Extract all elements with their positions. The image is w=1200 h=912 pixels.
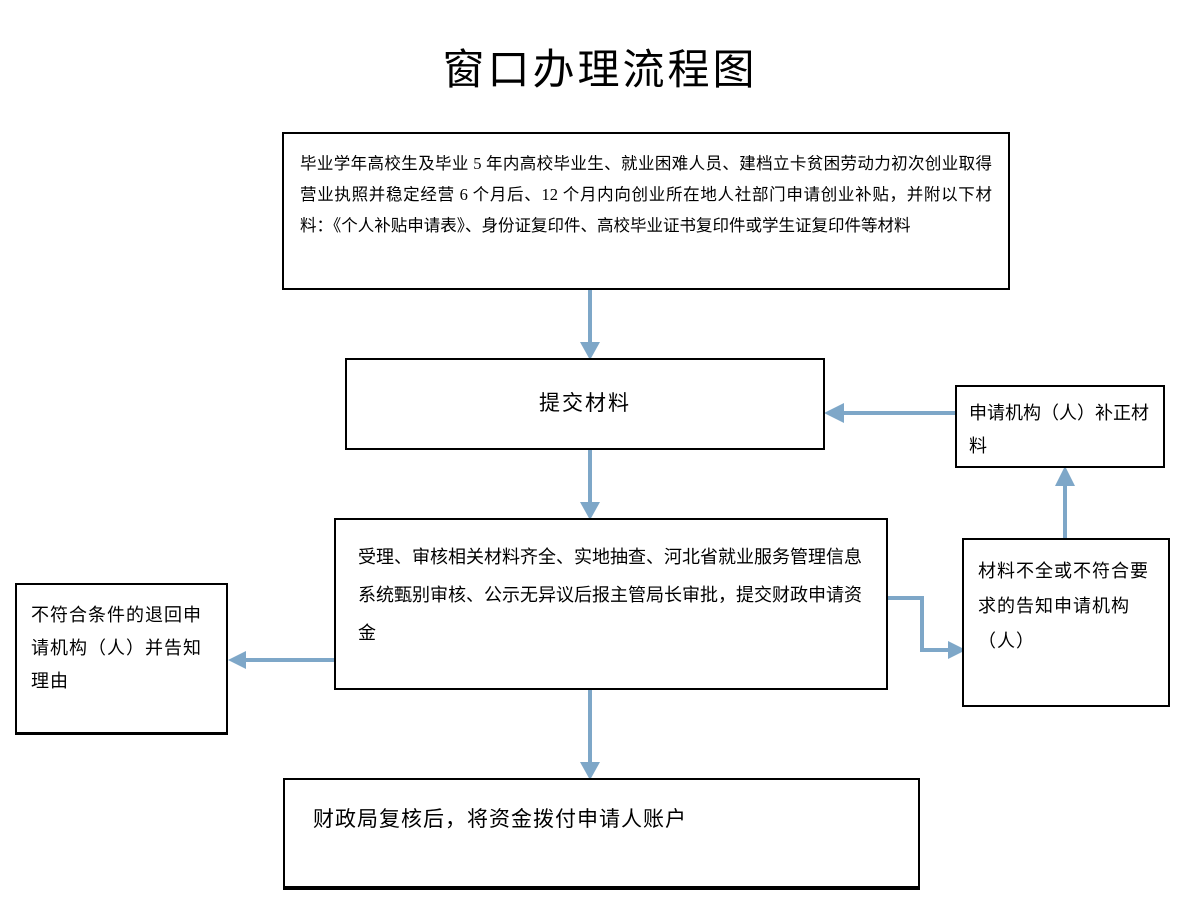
node-intro-text: 毕业学年高校生及毕业 5 年内高校毕业生、就业困难人员、建档立卡贫困劳动力初次创…: [300, 154, 992, 235]
node-reject[interactable]: 不符合条件的退回申请机构（人）并告知理由: [15, 583, 228, 735]
connector-review-to-payout: [560, 688, 620, 782]
connector-notify-to-supplement: [1040, 462, 1090, 542]
node-payout-text: 财政局复核后，将资金拨付申请人账户: [313, 807, 687, 831]
node-payout[interactable]: 财政局复核后，将资金拨付申请人账户: [283, 778, 920, 890]
node-reject-text: 不符合条件的退回申请机构（人）并告知理由: [31, 605, 202, 691]
node-supplement[interactable]: 申请机构（人）补正材料: [955, 385, 1165, 468]
connector-supplement-to-submit: [818, 398, 960, 428]
node-submit[interactable]: 提交材料: [345, 358, 825, 450]
node-supplement-text: 申请机构（人）补正材料: [969, 403, 1149, 456]
node-notify-text: 材料不全或不符合要求的告知申请机构（人）: [978, 561, 1149, 651]
node-notify[interactable]: 材料不全或不符合要求的告知申请机构（人）: [962, 538, 1170, 707]
connector-submit-to-review: [560, 448, 620, 522]
node-submit-text: 提交材料: [539, 391, 631, 415]
node-review[interactable]: 受理、审核相关材料齐全、实地抽查、河北省就业服务管理信息系统甄别审核、公示无异议…: [334, 518, 888, 690]
page-title: 窗口办理流程图: [442, 48, 758, 94]
node-review-text: 受理、审核相关材料齐全、实地抽查、河北省就业服务管理信息系统甄别审核、公示无异议…: [358, 547, 862, 643]
connector-intro-to-submit: [560, 288, 620, 362]
node-intro[interactable]: 毕业学年高校生及毕业 5 年内高校毕业生、就业困难人员、建档立卡贫困劳动力初次创…: [282, 132, 1010, 290]
connector-review-to-notify: [884, 586, 972, 666]
connector-review-to-reject: [222, 645, 340, 675]
